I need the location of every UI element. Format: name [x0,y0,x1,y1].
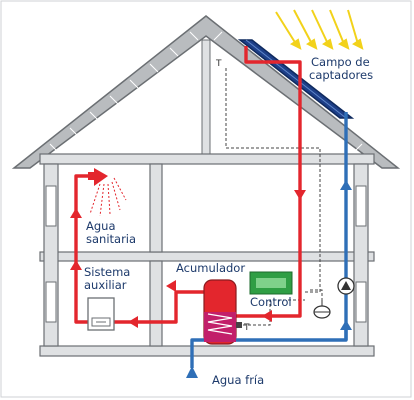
hot-water-pipes [74,46,302,324]
roof [11,15,401,169]
windows [45,185,367,323]
agua-sanitaria-line1: Agua [86,219,116,233]
storage-tank [203,279,242,345]
sistema-auxiliar-line2: auxiliar [84,278,127,292]
shower-icon [88,168,127,217]
campo-label-line2: captadores [309,68,373,82]
auxiliary-heater [87,297,115,331]
control-box [249,271,293,295]
attic-post [201,39,211,157]
expansion-vessel-icon [313,300,331,319]
control-label: Control [250,295,292,309]
agua-sanitaria-line2: sanitaria [86,232,136,246]
solar-collector [237,39,355,119]
acumulador-label: Acumulador [176,261,245,275]
campo-label-line1: Campo de [311,55,370,69]
sistema-auxiliar-line1: Sistema [84,265,130,279]
hot-flow-arrows [70,190,306,328]
agua-fria-label: Agua fría [212,373,264,387]
sun-rays-icon [275,9,364,50]
sensor-wires [225,68,323,326]
cold-flow-arrows [186,180,352,378]
pump-icon [337,277,355,295]
sensor-t-top-label: T [215,59,222,69]
sensor-t-tank-label: T [243,323,250,333]
